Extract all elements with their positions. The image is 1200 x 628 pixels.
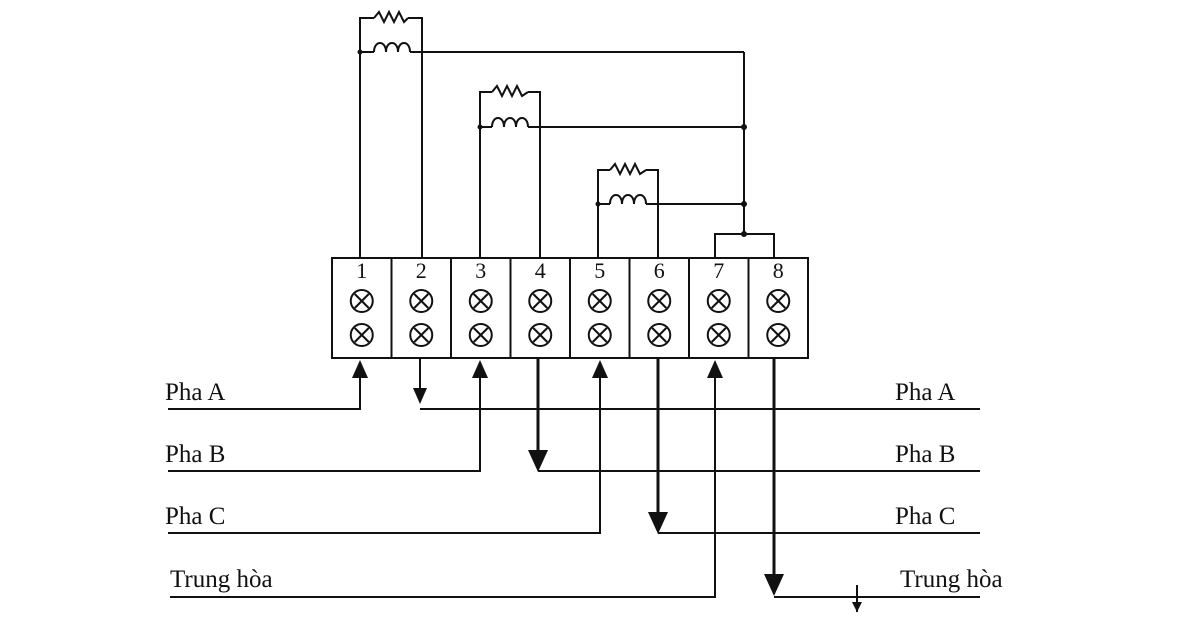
terminal-number: 6 (654, 258, 665, 283)
screw-terminal-icon (706, 323, 731, 347)
terminal-7: 7 (706, 258, 731, 347)
line-pha-a (168, 358, 980, 410)
screw-terminal-icon (647, 289, 672, 313)
terminal-number: 4 (535, 258, 546, 283)
screw-terminal-icon (766, 289, 791, 313)
label-left-pha-b: Pha B (165, 441, 225, 468)
right-labels: Pha A Pha B Pha C Trung hòa (895, 379, 1003, 593)
screw-terminal-icon (647, 323, 672, 347)
screw-terminal-icon (706, 289, 731, 313)
label-left-pha-a: Pha A (165, 379, 225, 406)
label-left-trung-hoa: Trung hòa (170, 566, 273, 593)
arrow-up-icon (592, 360, 608, 378)
voltage-coil-a (373, 42, 411, 53)
screw-terminal-icon (349, 289, 374, 313)
voltage-coil-b (491, 117, 529, 128)
terminal-8: 8 (766, 258, 791, 347)
terminal-6: 6 (647, 258, 672, 347)
terminal-number: 2 (416, 258, 427, 283)
screw-terminal-icon (528, 323, 553, 347)
screw-terminal-icon (468, 289, 493, 313)
current-coil-b (491, 83, 529, 99)
arrow-up-icon (707, 360, 723, 378)
current-coil-c (609, 161, 647, 177)
label-right-trung-hoa: Trung hòa (900, 566, 1003, 593)
terminal-cells: 1 2 3 4 5 6 7 8 (349, 258, 791, 347)
terminal-dividers (390, 258, 750, 358)
coil-phase-b (477, 83, 747, 258)
terminal-number: 3 (475, 258, 486, 283)
screw-terminal-icon (409, 323, 434, 347)
label-right-pha-c: Pha C (895, 503, 955, 530)
terminal-number: 1 (356, 258, 367, 283)
current-coil-a (373, 9, 409, 25)
terminal-block: 1 2 3 4 5 6 7 8 (331, 257, 809, 359)
terminal-number: 7 (713, 258, 724, 283)
screw-terminal-icon (766, 323, 791, 347)
arrow-up-icon (352, 360, 368, 378)
screw-terminal-icon (528, 289, 553, 313)
label-right-pha-b: Pha B (895, 441, 955, 468)
terminal-4: 4 (528, 258, 553, 347)
line-trung-hoa (170, 358, 980, 612)
arrow-down-icon (528, 450, 548, 472)
neutral-bus (714, 52, 775, 258)
screw-terminal-icon (587, 289, 612, 313)
arrow-down-icon (764, 574, 784, 596)
screw-terminal-icon (409, 289, 434, 313)
screw-terminal-icon (349, 323, 374, 347)
left-labels: Pha A Pha B Pha C Trung hòa (165, 379, 273, 593)
terminal-number: 5 (594, 258, 605, 283)
screw-terminal-icon (468, 323, 493, 347)
label-left-pha-c: Pha C (165, 503, 225, 530)
terminal-3: 3 (468, 258, 493, 347)
terminal-2: 2 (409, 258, 434, 347)
line-pha-c (168, 358, 980, 534)
screw-terminal-icon (587, 323, 612, 347)
arrow-down-icon (413, 388, 427, 404)
label-right-pha-a: Pha A (895, 379, 955, 406)
voltage-coil-c (609, 194, 647, 205)
coil-phase-a (357, 9, 744, 258)
arrow-down-icon (648, 512, 668, 534)
terminal-5: 5 (587, 258, 612, 347)
coil-phase-c (595, 161, 747, 258)
terminal-1: 1 (349, 258, 374, 347)
arrow-up-icon (472, 360, 488, 378)
terminal-number: 8 (773, 258, 784, 283)
line-pha-b (168, 358, 980, 472)
